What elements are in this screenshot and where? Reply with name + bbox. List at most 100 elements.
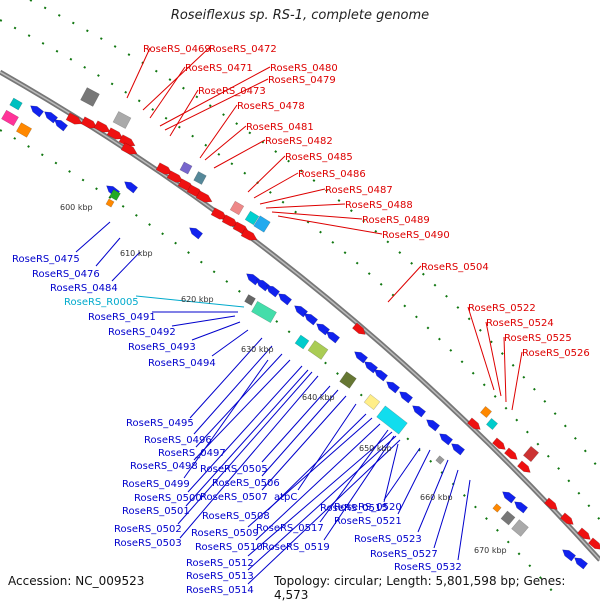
- reverse-label-rosers_0498-leader: [193, 359, 291, 461]
- forward-gene-b7: [577, 527, 591, 540]
- feature-block-cyan-2: [486, 418, 498, 430]
- forward-gene-b0: [352, 322, 366, 335]
- forward-gene-14: [240, 228, 258, 241]
- reverse-gene-21: [439, 433, 454, 446]
- reverse-gene-5: [189, 227, 204, 240]
- topology-text: Topology: circular; Length: 5,801,598 bp…: [274, 574, 566, 602]
- reverse-label-rosers_0523: RoseRS_0523: [354, 534, 422, 545]
- reverse-gene-1: [54, 119, 69, 132]
- feature-block-orange: [480, 406, 492, 418]
- reverse-label-rosers_0515-leader: [383, 443, 399, 503]
- reverse-gene-22: [451, 443, 466, 456]
- reverse-label-rosers_0494-leader: [211, 329, 249, 357]
- reverse-label-rosers_0492: RoseRS_0492: [108, 327, 176, 338]
- reverse-gene-15: [364, 361, 379, 374]
- forward-gene-3: [106, 127, 124, 140]
- reverse-label-rosers_0515: RoseRS_0515: [320, 503, 388, 514]
- forward-gene-12: [221, 214, 239, 227]
- forward-gene-4: [118, 134, 136, 147]
- reverse-gene-16: [374, 369, 389, 382]
- reverse-label-rosers_0514: RoseRS_0514: [186, 585, 254, 596]
- reverse-label-rosers_0496-leader: [193, 345, 273, 435]
- reverse-gene-10: [294, 305, 309, 318]
- reverse-label-rosers_0476: RoseRS_0476: [32, 269, 100, 280]
- reverse-label-rosers_0498: RoseRS_0498: [130, 461, 198, 472]
- forward-label-rosers_0525-leader: [503, 336, 507, 403]
- reverse-label-rosers_0514-leader: [247, 439, 401, 585]
- reverse-label-rosers_0512-leader: [247, 431, 393, 557]
- reverse-label-rosers_0523-leader: [417, 459, 449, 533]
- reverse-gene-24: [514, 501, 529, 514]
- reverse-label-rosers_0503: RoseRS_0503: [114, 538, 182, 549]
- reverse-gene-12: [316, 323, 331, 336]
- feature-block-teal: [193, 171, 207, 185]
- forward-label-rosers_0481-leader: [204, 125, 247, 161]
- reverse-label-rosers_0527: RoseRS_0527: [370, 549, 438, 560]
- forward-gene-b8: [588, 537, 600, 550]
- forward-label-rosers_0485: RoseRS_0485: [285, 152, 353, 163]
- forward-gene-5: [120, 142, 138, 155]
- forward-gene-2: [93, 120, 111, 133]
- forward-label-rosers_0504: RoseRS_0504: [421, 262, 489, 273]
- map-title: Roseiflexus sp. RS-1, complete genome: [170, 8, 430, 23]
- reverse-label-rosers_0513: RoseRS_0513: [186, 571, 254, 582]
- reverse-label-rosers_0475: RoseRS_0475: [12, 254, 80, 265]
- forward-label-rosers_0486: RoseRS_0486: [298, 169, 366, 180]
- reverse-gene-14: [354, 351, 369, 364]
- forward-label-rosers_0473-leader: [169, 89, 199, 137]
- ring-dots-outer2: [29, 0, 600, 471]
- forward-label-rosers_0524-leader: [485, 321, 502, 397]
- reverse-label-rosers_0475-leader: [75, 221, 111, 253]
- reverse-gene-2: [30, 105, 45, 118]
- reverse-label-rosers_0484-leader: [111, 251, 141, 282]
- reverse-label-rosers_0520-leader: [383, 447, 421, 501]
- reverse-label-rosers_0501: RoseRS_0501: [122, 506, 190, 517]
- reverse-label-rosers_0494: RoseRS_0494: [148, 358, 216, 369]
- forward-label-rosers_0522: RoseRS_0522: [468, 303, 536, 314]
- forward-label-rosers_0469-leader: [126, 47, 151, 99]
- reverse-gene-11: [304, 313, 319, 326]
- forward-gene-b3: [504, 447, 518, 460]
- reverse-gene-25: [562, 549, 577, 562]
- reverse-label-rosers_0521: RoseRS_0521: [334, 516, 402, 527]
- feature-block-orange-3: [105, 198, 115, 208]
- forward-label-rosers_0478: RoseRS_0478: [237, 101, 305, 112]
- reverse-label-atpc: atpC: [274, 492, 297, 503]
- reverse-label-rosers_0520: RoseRS_0520: [334, 502, 402, 513]
- forward-label-rosers_0485-leader: [247, 155, 286, 193]
- forward-gene-0: [65, 112, 83, 125]
- reverse-label-rosers_0517: RoseRS_0517: [256, 523, 324, 534]
- forward-gene-11: [210, 207, 228, 220]
- forward-label-rosers_0504-leader: [387, 265, 422, 303]
- feature-block-gray-5: [244, 294, 256, 306]
- forward-label-rosers_0481: RoseRS_0481: [246, 122, 314, 133]
- forward-label-rosers_0489: RoseRS_0489: [362, 215, 430, 226]
- feature-block-mint: [251, 300, 277, 324]
- feature-block-blue: [253, 215, 271, 233]
- reverse-label-rosers_0493: RoseRS_0493: [128, 342, 196, 353]
- reverse-label-rosers_0532-leader: [457, 479, 471, 561]
- feature-block-gray-2: [112, 111, 132, 129]
- reverse-gene-3: [124, 181, 139, 194]
- reverse-label-rosers_0519-leader: [323, 435, 395, 541]
- reverse-label-atpc-leader: [297, 403, 357, 491]
- feature-block-orange-2: [15, 122, 33, 138]
- reverse-label-rosers_0508: RoseRS_0508: [202, 511, 270, 522]
- kbp-tick-3: 630 kbp: [241, 345, 274, 354]
- feature-block-gray-1: [80, 87, 100, 107]
- feature-block-gray-4: [511, 519, 529, 537]
- forward-gene-b1: [467, 417, 481, 430]
- reverse-label-rosers_0499-leader: [183, 359, 269, 479]
- reverse-label-rosers_0501-leader: [185, 369, 309, 507]
- reverse-label-rosers_0495: RoseRS_0495: [126, 418, 194, 429]
- forward-label-rosers_0479-leader: [164, 78, 269, 131]
- forward-label-rosers_0490: RoseRS_0490: [382, 230, 450, 241]
- forward-label-rosers_0480-leader: [159, 66, 271, 127]
- reverse-gene-9: [278, 293, 293, 306]
- feature-block-yellow: [363, 394, 381, 410]
- forward-label-rosers_0524: RoseRS_0524: [486, 318, 554, 329]
- forward-label-rosers_0473: RoseRS_0473: [198, 86, 266, 97]
- reverse-label-rosers_0502-leader: [177, 371, 313, 525]
